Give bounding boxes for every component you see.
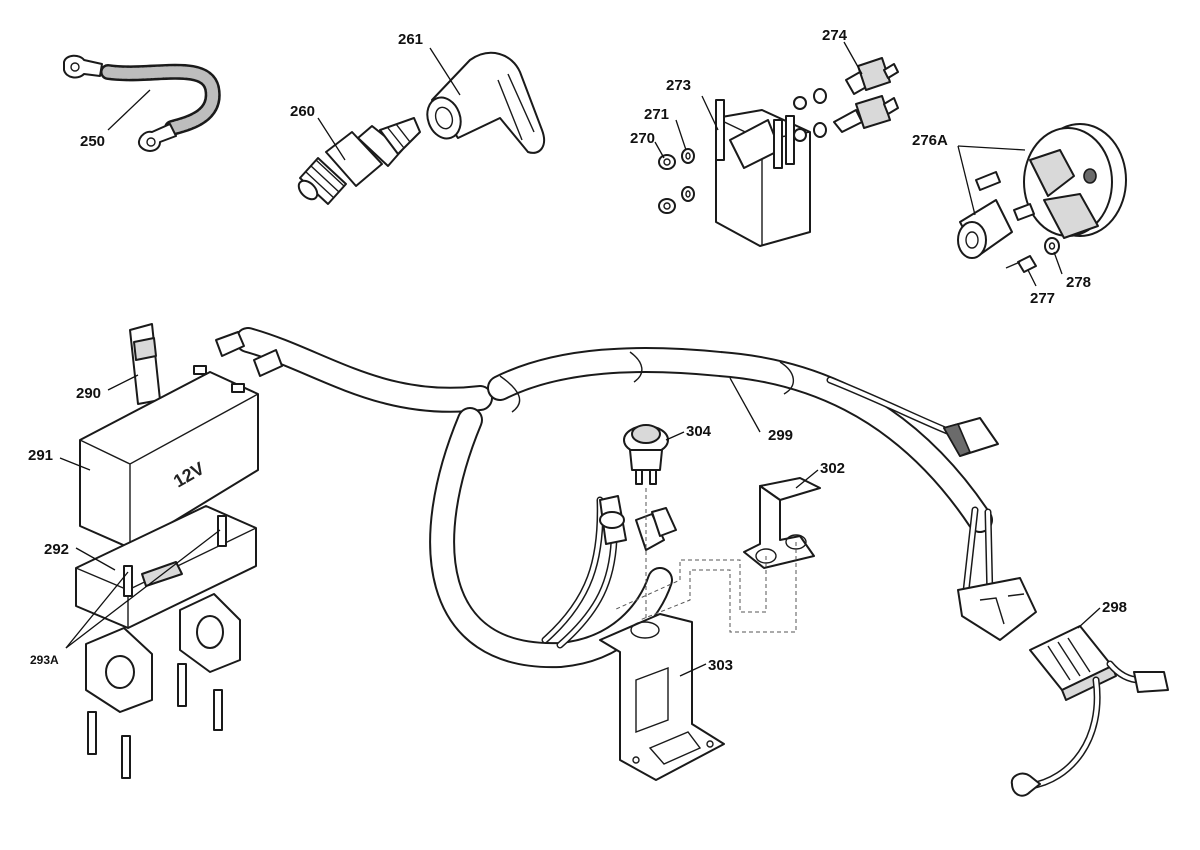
leader-lines — [59, 41, 1101, 677]
callout-276a: 276A — [912, 132, 948, 149]
part-290-battery-strap — [129, 323, 161, 405]
callout-303: 303 — [708, 657, 733, 674]
callout-260: 260 — [290, 103, 315, 120]
part-276a-magneto-flywheel — [957, 123, 1127, 259]
part-302-bracket — [743, 477, 821, 569]
part-299-wiring-harness — [215, 327, 1037, 669]
callout-278: 278 — [1066, 274, 1091, 291]
part-303-bracket — [599, 613, 725, 781]
callout-labels: 250 260 261 270 271 273 274 276A 277 278… — [28, 27, 1127, 674]
callout-304: 304 — [686, 423, 712, 440]
part-250-ground-strap — [63, 54, 221, 152]
part-293a-mount-clamps — [85, 515, 241, 779]
callout-299: 299 — [768, 427, 793, 444]
callout-298: 298 — [1102, 599, 1127, 616]
callout-290: 290 — [76, 385, 101, 402]
callout-277: 277 — [1030, 290, 1055, 307]
callout-270: 270 — [630, 130, 655, 147]
callout-273: 273 — [666, 77, 691, 94]
callout-293a: 293A — [30, 653, 59, 667]
part-274-rubber-mounts — [793, 57, 899, 142]
callout-302: 302 — [820, 460, 845, 477]
part-304-push-button-switch — [599, 424, 669, 545]
part-261-plug-boot — [426, 51, 546, 154]
callout-271: 271 — [644, 106, 669, 123]
callout-292: 292 — [44, 541, 69, 558]
part-270-nut — [658, 154, 676, 214]
part-260-spark-plug — [297, 117, 421, 205]
assembly-dashed-lines — [613, 488, 797, 633]
callout-261: 261 — [398, 31, 423, 48]
part-273-ignition-coil — [715, 99, 811, 247]
part-277-bolt — [1005, 255, 1037, 273]
callout-291: 291 — [28, 447, 53, 464]
part-291-battery: 12V — [79, 365, 259, 549]
part-278-washer — [1044, 237, 1060, 255]
part-271-washer — [681, 148, 695, 202]
callout-250: 250 — [80, 133, 105, 150]
callout-274: 274 — [822, 27, 848, 44]
part-298-connector-lead — [1010, 625, 1169, 797]
